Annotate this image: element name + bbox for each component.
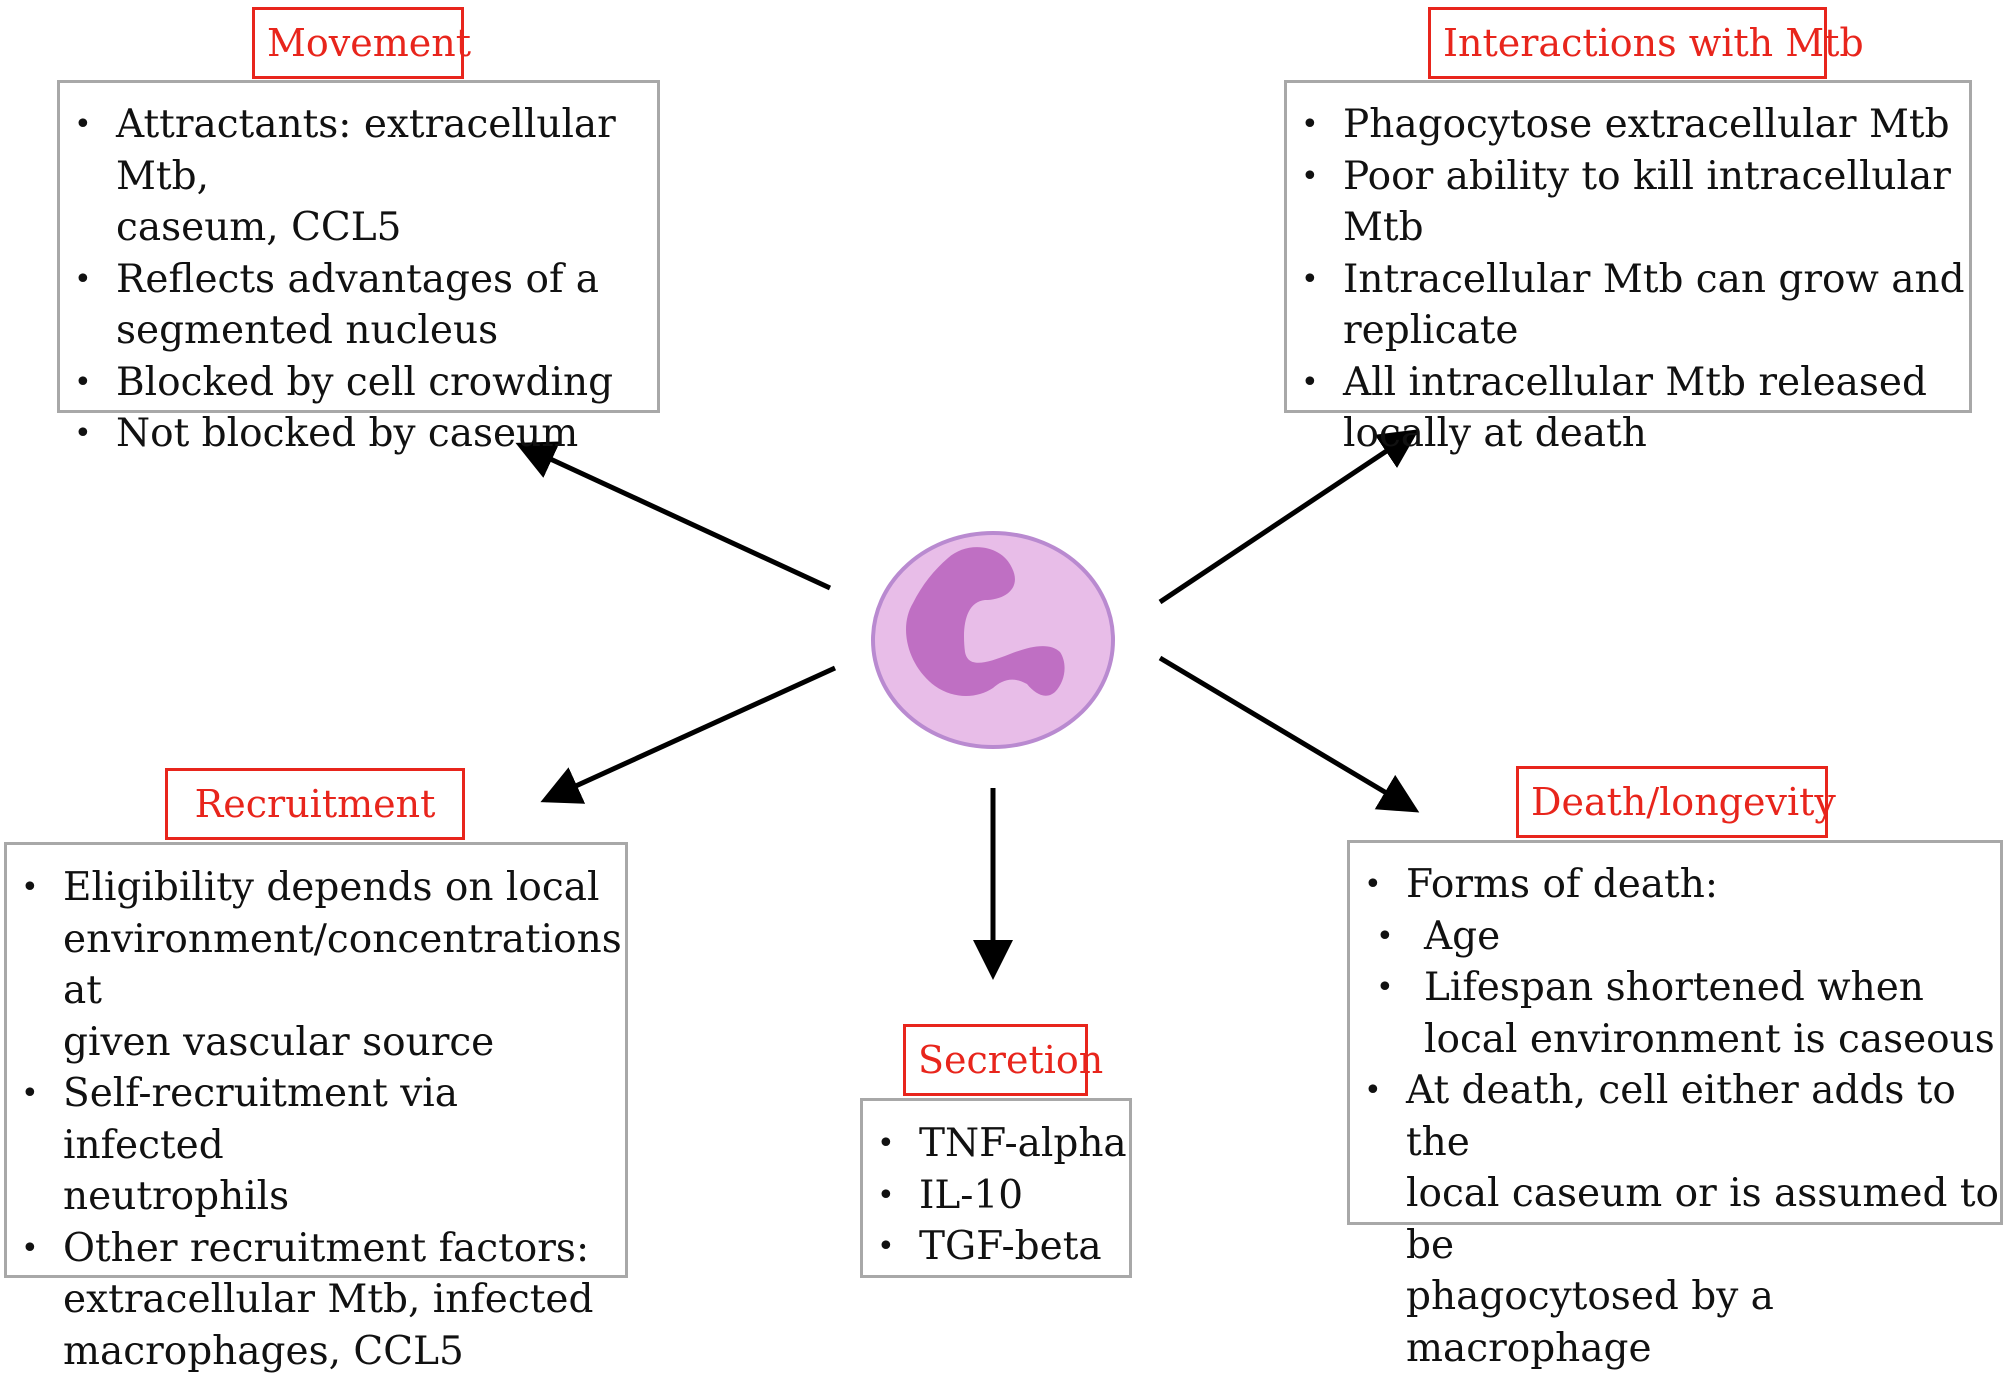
list-item-line: At death, cell either adds to the [1406, 1068, 1956, 1165]
list-item-line: Not blocked by caseum [116, 411, 578, 456]
list-item-line: replicate [1343, 308, 1518, 353]
movement-list: Attractants: extracellular Mtb, caseum, C… [60, 99, 657, 460]
list-item-line: TGF-beta [919, 1224, 1102, 1269]
list-item: Self-recruitment via infected neutrophils [7, 1068, 625, 1223]
list-item-line: All intracellular Mtb released [1343, 360, 1927, 405]
list-item-line: TNF-alpha [919, 1121, 1127, 1166]
secretion-title: Secretion [903, 1024, 1088, 1096]
list-item: Lifespan shortened when local environment… [1350, 962, 2000, 1065]
list-item-line: segmented nucleus [116, 308, 498, 353]
movement-title: Movement [252, 7, 464, 79]
list-item-line: Lifespan shortened when [1424, 965, 1924, 1010]
list-item-line: Self-recruitment via infected [63, 1071, 458, 1168]
list-item-line: Phagocytose extracellular Mtb [1343, 102, 1950, 147]
list-item-line: environment/concentrations at [63, 917, 622, 1014]
death-list: Forms of death:AgeLifespan shortened whe… [1350, 859, 2000, 1374]
list-item-line: Eligibility depends on local [63, 865, 599, 910]
list-item-line: Poor ability to kill intracellular Mtb [1343, 154, 1951, 251]
list-item: Intracellular Mtb can grow and replicate [1287, 254, 1969, 357]
list-item: Age [1350, 911, 2000, 963]
recruitment-list: Eligibility depends on local environment/… [7, 862, 625, 1377]
list-item-line: Age [1424, 914, 1500, 959]
list-item-line: Forms of death: [1406, 862, 1718, 907]
list-item: Other recruitment factors: extracellular … [7, 1223, 625, 1377]
list-item: All intracellular Mtb released locally at… [1287, 357, 1969, 460]
list-item-line: given vascular source [63, 1020, 494, 1065]
list-item-line: caseum, CCL5 [116, 205, 401, 250]
list-item: Poor ability to kill intracellular Mtb [1287, 151, 1969, 254]
list-item-line: phagocytosed by a macrophage [1406, 1274, 1774, 1371]
list-item-line: IL-10 [919, 1173, 1023, 1218]
list-item: Eligibility depends on local environment/… [7, 862, 625, 1068]
interactions-list: Phagocytose extracellular MtbPoor abilit… [1287, 99, 1969, 460]
list-item: TNF-alpha [863, 1118, 1129, 1170]
list-item: Forms of death: [1350, 859, 2000, 911]
death-box: Forms of death:AgeLifespan shortened whe… [1347, 840, 2003, 1225]
interactions-title: Interactions with Mtb [1428, 7, 1827, 79]
list-item-line: local caseum or is assumed to be [1406, 1171, 1999, 1268]
sub-list: AgeLifespan shortened when local environm… [1350, 911, 2000, 1066]
list-item: Blocked by cell crowding [60, 357, 657, 409]
list-item: Attractants: extracellular Mtb, caseum, C… [60, 99, 657, 254]
list-item: TGF-beta [863, 1221, 1129, 1273]
list-item-line: macrophages, CCL5 [63, 1329, 464, 1374]
list-item-line: locally at death [1343, 411, 1647, 456]
list-item-line: extracellular Mtb, infected [63, 1277, 593, 1322]
movement-box: Attractants: extracellular Mtb, caseum, C… [57, 80, 660, 413]
interactions-box: Phagocytose extracellular MtbPoor abilit… [1284, 80, 1972, 413]
list-item-line: Attractants: extracellular Mtb, [116, 102, 616, 199]
secretion-list: TNF-alphaIL-10TGF-beta [863, 1118, 1129, 1273]
secretion-box: TNF-alphaIL-10TGF-beta [860, 1098, 1132, 1278]
list-item-line: Intracellular Mtb can grow and [1343, 257, 1965, 302]
list-item: IL-10 [863, 1170, 1129, 1222]
list-item: Reflects advantages of a segmented nucleu… [60, 254, 657, 357]
list-item-line: neutrophils [63, 1174, 289, 1219]
list-item-line: Other recruitment factors: [63, 1226, 589, 1271]
death-title: Death/longevity [1516, 766, 1828, 838]
list-item: Phagocytose extracellular Mtb [1287, 99, 1969, 151]
list-item: Not blocked by caseum [60, 408, 657, 460]
recruitment-box: Eligibility depends on local environment/… [4, 842, 628, 1278]
list-item-line: Reflects advantages of a [116, 257, 599, 302]
list-item-line: Blocked by cell crowding [116, 360, 613, 405]
recruitment-title: Recruitment [165, 768, 465, 840]
list-item-line: local environment is caseous [1424, 1017, 1995, 1062]
